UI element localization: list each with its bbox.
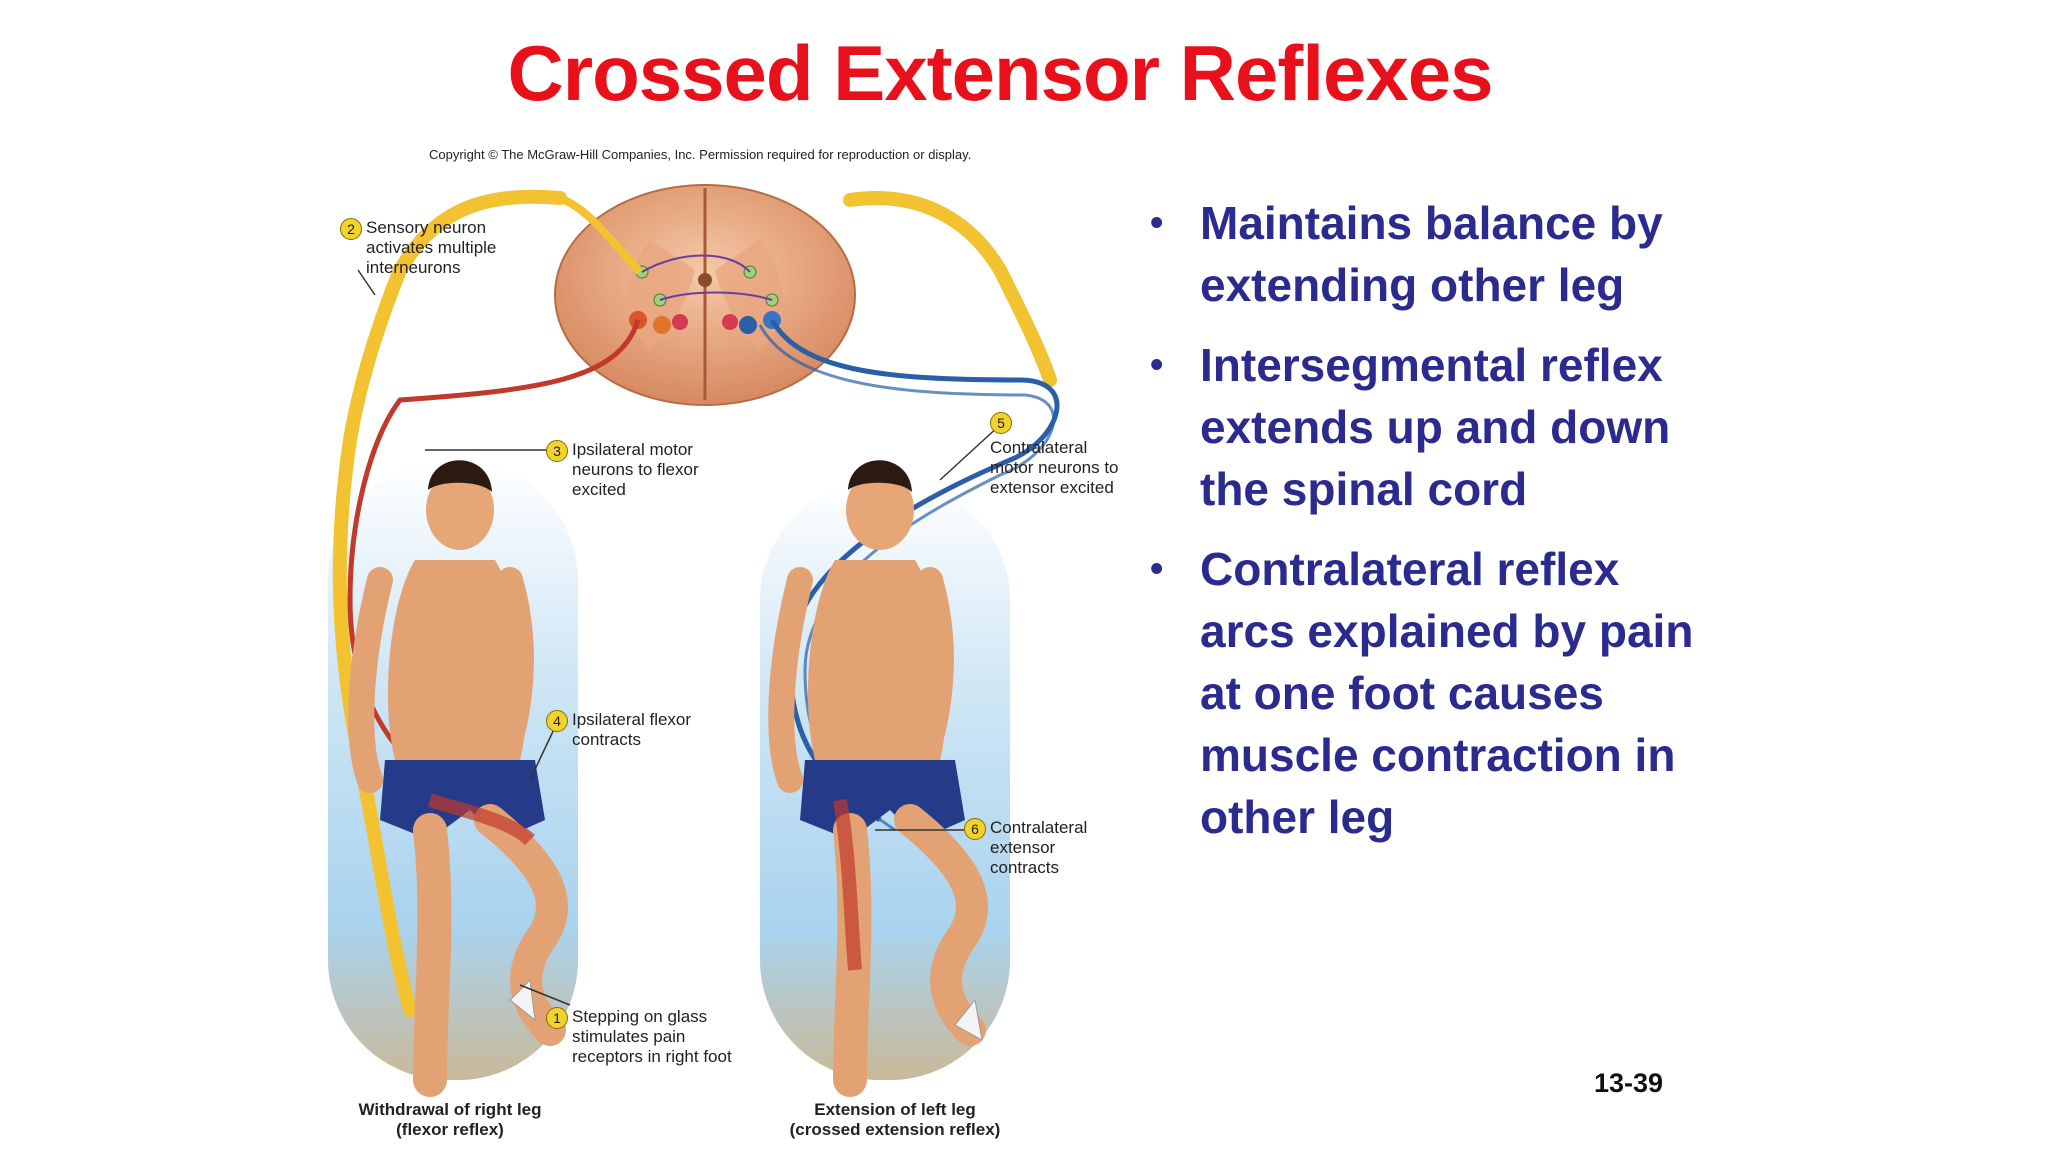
bullet-item: • Intersegmental reflex extends up and d… bbox=[1150, 334, 1710, 520]
bullet-text: Maintains balance by extending other leg bbox=[1200, 197, 1663, 311]
step-4-marker: 4 bbox=[546, 710, 568, 732]
step-6-text: Contralateral extensor contracts bbox=[990, 818, 1087, 877]
label-step-5: 5 Contralateral motor neurons to extenso… bbox=[990, 438, 1120, 498]
label-step-3: 3 Ipsilateral motor neurons to flexor ex… bbox=[572, 440, 732, 500]
step-4-text: Ipsilateral flexor contracts bbox=[572, 710, 691, 749]
bullet-item: • Maintains balance by extending other l… bbox=[1150, 192, 1710, 316]
bullet-list: • Maintains balance by extending other l… bbox=[1150, 192, 1710, 866]
caption-right: Extension of left leg (crossed extension… bbox=[780, 1100, 1010, 1140]
step-6-marker: 6 bbox=[964, 818, 986, 840]
bullet-text: Intersegmental reflex extends up and dow… bbox=[1200, 339, 1670, 515]
reflex-figure: 2 Sensory neuron activates multiple inte… bbox=[320, 180, 1140, 1140]
bullet-marker: • bbox=[1150, 192, 1163, 254]
bullet-item: • Contralateral reflex arcs explained by… bbox=[1150, 538, 1710, 848]
bullet-marker: • bbox=[1150, 538, 1163, 600]
caption-left: Withdrawal of right leg (flexor reflex) bbox=[350, 1100, 550, 1140]
bullet-marker: • bbox=[1150, 334, 1163, 396]
slide-title: Crossed Extensor Reflexes bbox=[0, 28, 2000, 119]
bullet-text: Contralateral reflex arcs explained by p… bbox=[1200, 543, 1693, 843]
spinal-cord-section bbox=[555, 185, 855, 405]
step-1-text: Stepping on glass stimulates pain recept… bbox=[572, 1007, 732, 1066]
step-2-text: Sensory neuron activates multiple intern… bbox=[366, 218, 496, 277]
step-5-text: Contralateral motor neurons to extensor … bbox=[990, 438, 1119, 497]
label-step-2: 2 Sensory neuron activates multiple inte… bbox=[366, 218, 536, 278]
step-1-marker: 1 bbox=[546, 1007, 568, 1029]
reflex-illustration bbox=[320, 180, 1140, 1140]
step-5-marker: 5 bbox=[990, 412, 1012, 434]
step-2-marker: 2 bbox=[340, 218, 362, 240]
label-step-6: 6 Contralateral extensor contracts bbox=[990, 818, 1120, 878]
label-step-1: 1 Stepping on glass stimulates pain rece… bbox=[572, 1007, 742, 1067]
copyright-notice: Copyright © The McGraw-Hill Companies, I… bbox=[429, 147, 971, 162]
step-3-text: Ipsilateral motor neurons to flexor exci… bbox=[572, 440, 699, 499]
slide-number: 13-39 bbox=[1594, 1068, 1663, 1099]
step-3-marker: 3 bbox=[546, 440, 568, 462]
label-step-4: 4 Ipsilateral flexor contracts bbox=[572, 710, 722, 750]
